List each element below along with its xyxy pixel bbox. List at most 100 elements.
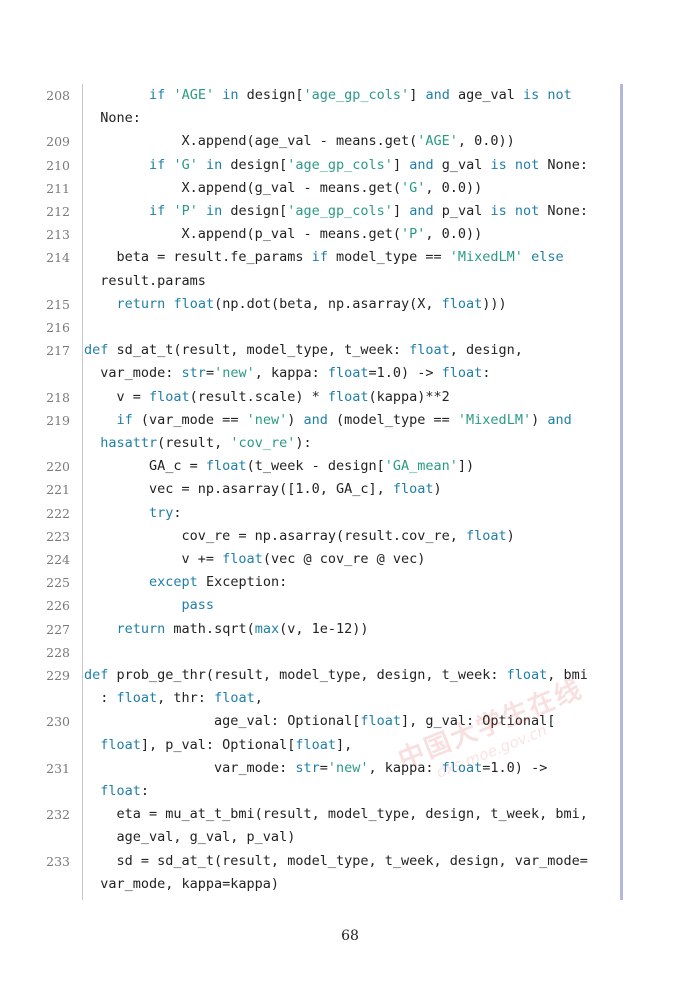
code-text: pass	[84, 594, 215, 617]
code-token: , bmi	[547, 667, 588, 683]
code-token: p_val	[433, 203, 491, 219]
code-keyword: is	[490, 203, 507, 219]
line-number: 225	[46, 575, 70, 591]
code-listing: 208 if 'AGE' in design['age_gp_cols'] an…	[36, 84, 626, 900]
code-line: 218 v = float(result.scale) * float(kapp…	[36, 386, 616, 409]
code-keyword: and	[303, 411, 328, 428]
code-token	[84, 87, 149, 103]
code-string: 'age_gp_cols'	[303, 87, 410, 103]
code-text: GA_c = float(t_week - design['GA_mean'])	[84, 455, 474, 478]
code-keyword: float	[441, 365, 483, 382]
code-keyword: pass	[181, 597, 215, 614]
code-text: hasattr(result, 'cov_re'):	[84, 432, 312, 455]
code-string: 'P'	[173, 203, 198, 219]
code-keyword: float	[100, 736, 141, 753]
code-token: )	[531, 411, 548, 428]
code-token: (vec @ cov_re @ vec)	[262, 551, 426, 567]
code-token: , kappa:	[368, 759, 442, 776]
code-token: )	[506, 527, 515, 544]
code-line: 219 if (var_mode == 'new') and (model_ty…	[36, 409, 616, 432]
code-token: ):	[295, 435, 312, 451]
code-keyword: float	[116, 690, 158, 707]
code-text: return float(np.dot(beta, np.asarray(X, …	[84, 293, 507, 316]
code-token: (kappa)**2	[368, 388, 450, 405]
code-token: None:	[539, 203, 589, 219]
code-string: 'G'	[400, 179, 426, 196]
code-string: 'new'	[327, 759, 369, 776]
code-keyword: float	[506, 667, 548, 683]
code-line: 215 return float(np.dot(beta, np.asarray…	[36, 293, 616, 316]
code-string: 'G'	[173, 156, 198, 173]
code-string: 'AGE'	[417, 133, 458, 150]
code-string: 'MixedLM'	[449, 249, 523, 266]
code-keyword: not	[547, 87, 572, 103]
code-keyword: float	[222, 551, 263, 567]
code-string: 'GA_mean'	[384, 458, 458, 475]
code-keyword: max	[254, 620, 280, 637]
code-token: ],	[335, 736, 353, 753]
code-keyword: float	[205, 458, 247, 475]
code-keyword: else	[531, 249, 564, 266]
code-keyword: in	[222, 87, 239, 103]
code-keyword: and	[547, 411, 572, 428]
line-number: 220	[46, 459, 70, 475]
code-line: hasattr(result, 'cov_re'):	[36, 432, 616, 455]
code-line: 209 X.append(age_val - means.get('AGE', …	[36, 130, 616, 153]
code-text: def sd_at_t(result, model_type, t_week: …	[84, 339, 523, 362]
code-token: design[	[222, 203, 288, 219]
code-keyword: def	[84, 667, 109, 683]
code-token: var_mode:	[84, 365, 182, 382]
code-token: , thr:	[157, 690, 215, 707]
code-line: 221 vec = np.asarray([1.0, GA_c], float)	[36, 478, 616, 501]
code-text: v += float(vec @ cov_re @ vec)	[84, 548, 426, 571]
code-token: (model_type ==	[327, 411, 458, 428]
code-token: design[	[238, 87, 304, 103]
code-line: 228	[36, 641, 616, 664]
code-keyword: float	[392, 481, 434, 498]
code-line: var_mode: str='new', kappa: float=1.0) -…	[36, 362, 616, 385]
code-token: None:	[84, 110, 141, 127]
code-text: None:	[84, 107, 141, 130]
code-keyword: float	[409, 342, 450, 359]
line-number: 224	[46, 552, 70, 567]
line-number: 223	[46, 528, 70, 544]
code-line: 210 if 'G' in design['age_gp_cols'] and …	[36, 154, 616, 177]
code-text: v = float(result.scale) * float(kappa)**…	[84, 386, 450, 409]
code-token	[198, 203, 206, 219]
code-keyword: is	[490, 156, 507, 173]
code-token: result.params	[84, 272, 206, 289]
code-keyword: float	[327, 365, 369, 382]
code-keyword: float	[360, 713, 401, 730]
code-keyword: except	[149, 574, 198, 591]
line-number: 209	[46, 134, 70, 150]
code-token: X.append(age_val - means.get(	[84, 133, 418, 150]
line-number: 226	[46, 598, 70, 614]
code-text: if (var_mode == 'new') and (model_type =…	[84, 409, 572, 432]
code-text: var_mode, kappa=kappa)	[84, 873, 279, 896]
code-keyword: float	[441, 759, 483, 776]
code-line: 220 GA_c = float(t_week - design['GA_mea…	[36, 455, 616, 478]
code-line: 223 cov_re = np.asarray(result.cov_re, f…	[36, 525, 616, 548]
code-block-right-border	[620, 84, 623, 900]
code-token: g_val	[433, 156, 491, 173]
code-token	[84, 783, 100, 799]
line-number: 230	[46, 714, 70, 730]
code-text: X.append(age_val - means.get('AGE', 0.0)…	[84, 130, 515, 153]
code-token: :	[84, 690, 117, 707]
code-keyword: in	[205, 203, 223, 219]
code-token: X.append(g_val - means.get(	[84, 179, 401, 196]
code-token	[84, 621, 117, 637]
code-text: : float, thr: float,	[84, 687, 263, 710]
code-keyword: and	[409, 156, 434, 173]
code-text: if 'AGE' in design['age_gp_cols'] and ag…	[84, 84, 572, 107]
code-keyword: return	[116, 295, 166, 312]
code-keyword: in	[205, 156, 223, 173]
code-token: =	[205, 365, 215, 382]
code-token: :	[482, 365, 491, 382]
code-token: sd = sd_at_t(result, model_type, t_week,…	[84, 852, 588, 869]
line-number: 218	[46, 389, 70, 405]
code-token: , 0.0))	[425, 226, 483, 243]
code-line: 232 eta = mu_at_t_bmi(result, model_type…	[36, 803, 616, 826]
code-token	[84, 574, 149, 590]
